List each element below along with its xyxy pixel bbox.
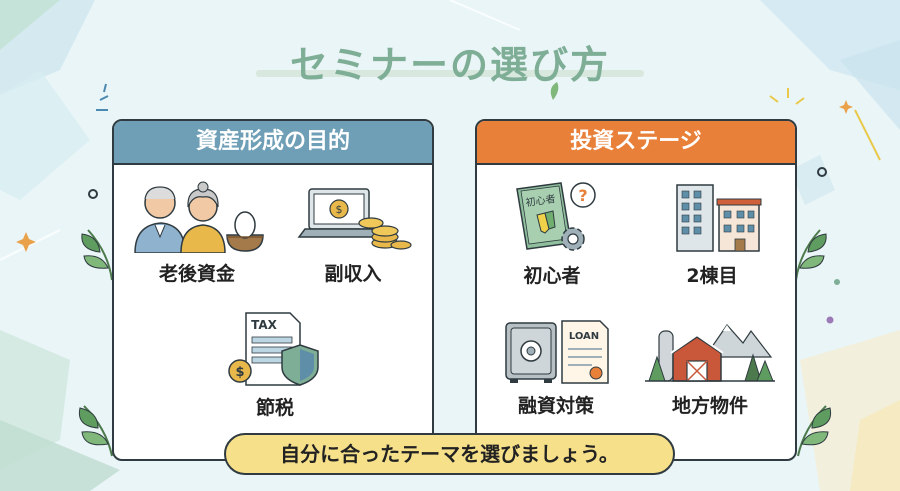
financing-label: 融資対策 [517,395,594,417]
regional-property-label: 地方物件 [671,395,748,417]
safe-loan-document-icon: LOAN [505,320,609,384]
asset-purpose-card: 資産形成の目的 老後資金 $ [112,119,434,461]
barn-mountains-icon [645,324,775,382]
leaf-decoration-right-bottom [797,405,832,457]
second-building-item: 2棟目 [637,179,787,288]
tax-saving-item: TAX $ 節税 [200,311,350,420]
financing-item: LOAN 融資対策 [481,317,631,418]
leaf-decoration-left-top [81,229,113,281]
svg-text:$: $ [336,203,343,216]
buildings-icon [676,184,762,252]
svg-text:?: ? [578,186,587,205]
second-building-label: 2棟目 [686,265,738,287]
page-title: セミナーの選び方 [289,43,610,87]
investment-stage-header: 投資ステージ [477,121,795,165]
elderly-couple-nest-egg-icon [134,181,264,253]
beginner-book-text: 初心者 [525,192,557,209]
retirement-fund-label: 老後資金 [158,263,235,285]
retirement-fund-item: 老後資金 [122,181,272,286]
side-income-item: $ 副収入 [278,181,428,286]
regional-property-item: 地方物件 [635,317,785,418]
svg-text:$: $ [235,365,244,380]
investment-stage-card: 投資ステージ 初心者 ? 初心者 [475,119,797,461]
leaf-decoration-left-bottom [78,405,113,457]
beginner-item: 初心者 ? 初心者 [477,179,627,288]
tax-saving-label: 節税 [255,397,294,419]
leaf-decoration-right-top [795,229,827,281]
laptop-coins-icon: $ [297,188,412,250]
beginner-label: 初心者 [523,265,581,287]
beginner-book-icon: 初心者 ? [516,182,596,251]
title-underline [256,70,644,77]
asset-purpose-header: 資産形成の目的 [114,121,432,165]
tax-form-shield-icon: TAX $ [228,312,319,386]
footer-banner: 自分に合ったテーマを選びましょう。 [224,433,675,475]
loan-document-text: LOAN [569,331,599,342]
side-income-label: 副収入 [324,263,382,285]
tax-form-text: TAX [251,318,278,332]
